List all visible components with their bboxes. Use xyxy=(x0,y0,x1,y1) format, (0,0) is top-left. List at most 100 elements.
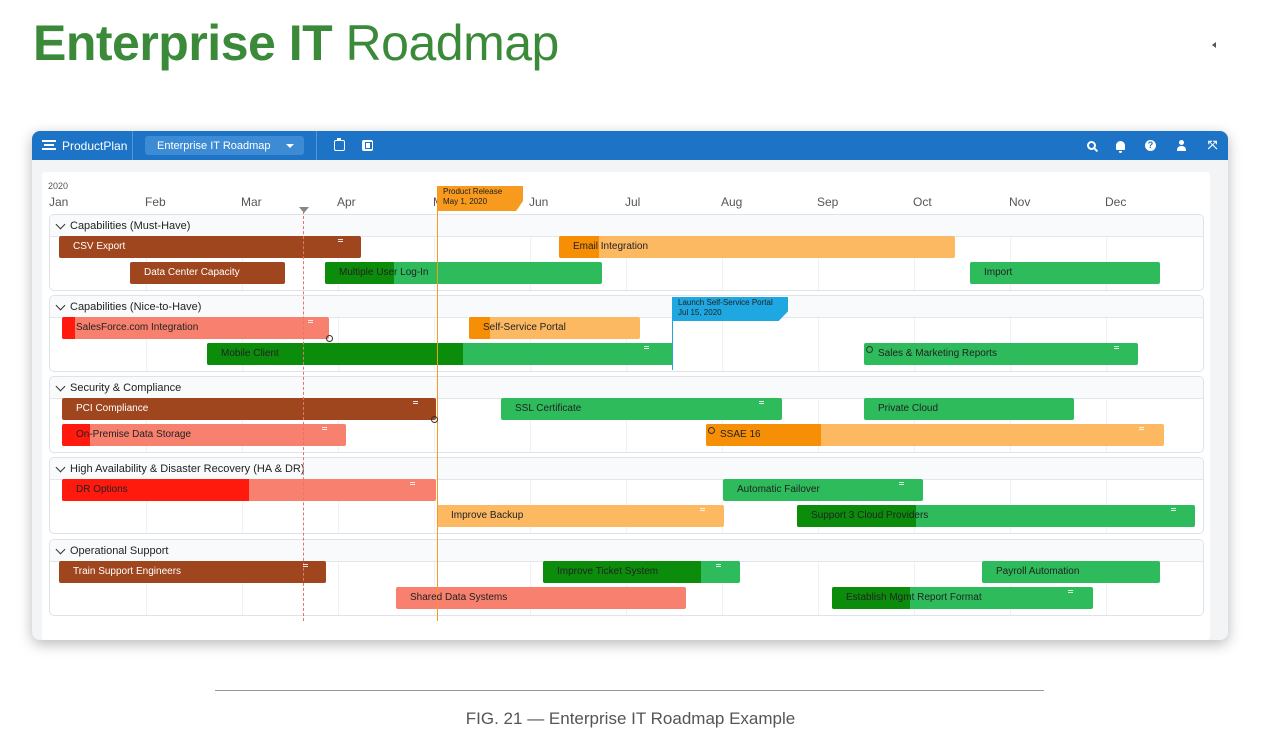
clipboard-icon[interactable] xyxy=(334,138,345,151)
lane-header[interactable]: Operational Support xyxy=(50,540,1203,562)
today-marker-icon[interactable] xyxy=(299,207,309,213)
dependency-link-icon[interactable] xyxy=(326,335,333,342)
export-icon[interactable] xyxy=(362,140,373,151)
dependency-link-icon[interactable] xyxy=(431,416,438,423)
month-label-mar: Mar xyxy=(241,195,262,209)
drag-handle-icon[interactable] xyxy=(1139,427,1144,430)
roadmap-bar[interactable]: Email Integration xyxy=(559,236,955,258)
progress-fill xyxy=(62,317,76,339)
drag-handle-icon[interactable] xyxy=(644,346,649,349)
month-gridline xyxy=(818,562,819,615)
dependency-link-icon[interactable] xyxy=(708,427,715,434)
month-label-jun: Jun xyxy=(529,195,549,209)
month-label-dec: Dec xyxy=(1105,195,1127,209)
roadmap-bar[interactable]: Train Support Engineers xyxy=(59,561,326,583)
bar-label: Import xyxy=(984,267,1013,278)
drag-handle-icon[interactable] xyxy=(322,427,327,430)
bell-icon[interactable] xyxy=(1116,141,1125,153)
roadmap-bar[interactable]: Establish Mgmt Report Format xyxy=(832,587,1093,609)
lane-title: Security & Compliance xyxy=(70,382,182,394)
drag-handle-icon[interactable] xyxy=(716,564,721,567)
progress-fill xyxy=(469,317,490,339)
dependency-link-icon[interactable] xyxy=(866,346,873,353)
drag-handle-icon[interactable] xyxy=(410,482,415,485)
roadmap-bar[interactable]: CSV Export xyxy=(59,236,361,258)
bar-label: Multiple User Log-In xyxy=(339,267,429,278)
chevron-down-icon[interactable] xyxy=(55,300,66,311)
roadmap-bar[interactable]: Payroll Automation xyxy=(982,561,1160,583)
expand-icon[interactable]: ⤧ xyxy=(1207,138,1218,152)
drag-handle-icon[interactable] xyxy=(303,564,308,567)
chevron-down-icon[interactable] xyxy=(55,462,66,473)
bar-label: SalesForce.com Integration xyxy=(76,322,199,333)
roadmap-bar[interactable]: Support 3 Cloud Providers xyxy=(797,505,1195,527)
drag-handle-icon[interactable] xyxy=(1114,346,1119,349)
month-label-jan: Jan xyxy=(49,195,69,209)
timeline-year: 2020 xyxy=(48,181,69,191)
milestone-line xyxy=(672,297,673,370)
bar-label: SSL Certificate xyxy=(515,403,582,414)
roadmap-bar[interactable]: Data Center Capacity xyxy=(130,262,285,284)
bar-label: DR Options xyxy=(76,484,128,495)
month-label-apr: Apr xyxy=(337,195,356,209)
chevron-down-icon[interactable] xyxy=(55,381,66,392)
brand-logo[interactable]: ProductPlan xyxy=(42,137,127,154)
help-icon[interactable]: ? xyxy=(1145,140,1156,151)
lane-header[interactable]: Capabilities (Must-Have) xyxy=(50,215,1203,237)
lane-header[interactable]: Capabilities (Nice-to-Have) xyxy=(50,296,1203,318)
search-icon[interactable] xyxy=(1087,141,1096,150)
drag-handle-icon[interactable] xyxy=(413,401,418,404)
roadmap-bar[interactable]: Automatic Failover xyxy=(723,479,923,501)
roadmap-bar[interactable]: Shared Data Systems xyxy=(396,587,686,609)
roadmap-bar[interactable]: Import xyxy=(970,262,1160,284)
drag-handle-icon[interactable] xyxy=(700,508,705,511)
roadmap-bar[interactable]: Multiple User Log-In xyxy=(325,262,602,284)
drag-handle-icon[interactable] xyxy=(1068,590,1073,593)
chevron-down-icon xyxy=(286,144,294,148)
lane-title: Operational Support xyxy=(70,545,169,557)
bar-label: Sales & Marketing Reports xyxy=(878,348,997,359)
month-gridline xyxy=(914,237,915,290)
roadmap-bar[interactable]: Sales & Marketing Reports xyxy=(864,343,1138,365)
bar-label: Self-Service Portal xyxy=(483,322,566,333)
month-gridline xyxy=(146,480,147,533)
caption-divider xyxy=(215,690,1044,691)
roadmap-bar[interactable]: Improve Ticket System xyxy=(543,561,740,583)
roadmap-bar[interactable]: Mobile Client xyxy=(207,343,673,365)
chevron-down-icon[interactable] xyxy=(55,219,66,230)
roadmap-bar[interactable]: SSAE 16 xyxy=(706,424,1164,446)
roadmap-bar[interactable]: Improve Backup xyxy=(437,505,724,527)
progress-fill xyxy=(325,262,395,284)
roadmap-bar[interactable]: DR Options xyxy=(62,479,436,501)
roadmap-bar[interactable]: SSL Certificate xyxy=(501,398,782,420)
bar-label: Email Integration xyxy=(573,241,649,252)
toolbar-right-icons: ? ⤧ xyxy=(1067,137,1218,154)
milestone-name: Launch Self-Service Portal xyxy=(678,298,773,307)
roadmap-bar[interactable]: SalesForce.com Integration xyxy=(62,317,329,339)
lane-header[interactable]: Security & Compliance xyxy=(50,377,1203,399)
roadmap-bar[interactable]: PCI Compliance xyxy=(62,398,436,420)
top-toolbar: ProductPlan Enterprise IT Roadmap ? ⤧ xyxy=(32,131,1228,160)
drag-handle-icon[interactable] xyxy=(759,401,764,404)
drag-handle-icon[interactable] xyxy=(1171,508,1176,511)
roadmap-selector[interactable]: Enterprise IT Roadmap xyxy=(145,136,304,155)
page-title: Enterprise IT Roadmap xyxy=(33,15,559,71)
bar-label: Payroll Automation xyxy=(996,566,1080,577)
month-label-sep: Sep xyxy=(817,195,839,209)
progress-fill xyxy=(62,424,91,446)
chevron-down-icon[interactable] xyxy=(55,544,66,555)
roadmap-bar[interactable]: On-Premise Data Storage xyxy=(62,424,346,446)
month-gridline xyxy=(338,480,339,533)
roadmap-bar[interactable]: Private Cloud xyxy=(864,398,1074,420)
drag-handle-icon[interactable] xyxy=(338,239,343,242)
drag-handle-icon[interactable] xyxy=(899,482,904,485)
drag-handle-icon[interactable] xyxy=(308,320,313,323)
progress-fill xyxy=(62,479,249,501)
month-label-aug: Aug xyxy=(721,195,743,209)
roadmap-bar[interactable]: Self-Service Portal xyxy=(469,317,640,339)
lane-header[interactable]: High Availability & Disaster Recovery (H… xyxy=(50,458,1203,480)
collapse-panel-icon[interactable] xyxy=(1212,42,1216,48)
user-icon[interactable] xyxy=(1176,140,1187,151)
